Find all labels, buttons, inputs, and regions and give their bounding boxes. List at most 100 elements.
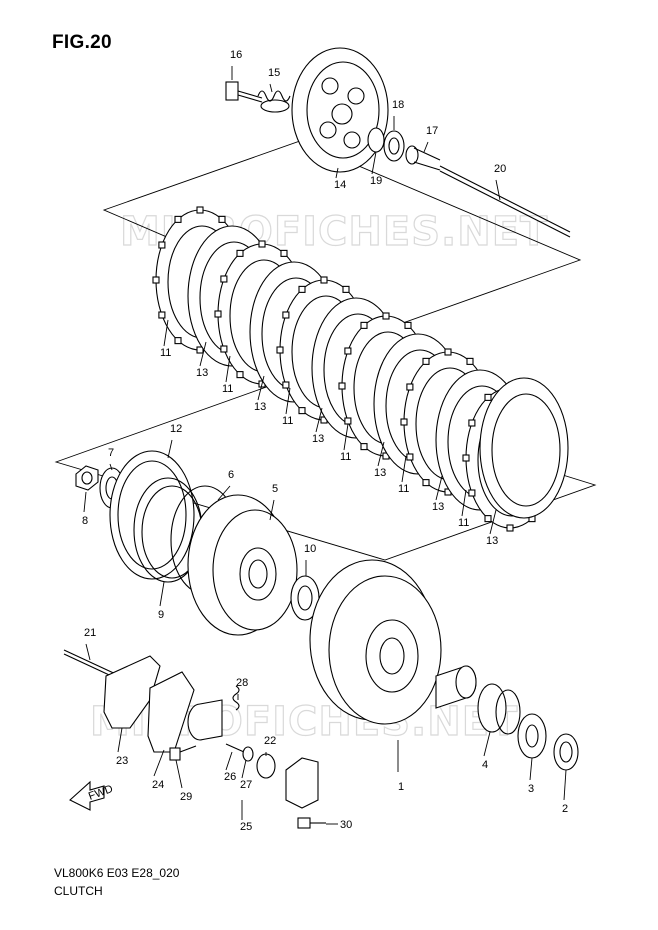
leader-4 [483,731,491,757]
callout-10: 10 [304,543,316,555]
leader-24 [153,749,165,777]
leader-8 [83,491,87,513]
leader-friction-1 [163,319,169,347]
diagram-code: VL800K6 E03 E28_020 [54,866,180,880]
leader-12 [167,439,173,459]
clutch-spring-15 [257,90,291,113]
callout-24: 24 [152,779,164,791]
callout-driven-plate-1: 13 [196,367,208,379]
leader-friction-5 [401,455,407,483]
clutch-sleeve-hub-5 [187,494,298,636]
figure-title: FIG.20 [52,32,112,53]
callout-friction-plate-6: 11 [458,517,469,529]
callout-1: 1 [398,781,404,793]
bolt-26 [225,743,245,753]
bolt-29 [169,745,197,761]
leader-2 [563,769,567,801]
leader-friction-2 [225,355,231,383]
callout-26: 26 [224,771,236,783]
driven-plate-12 [479,377,569,519]
leader-5 [269,499,275,521]
leader-3 [529,757,533,781]
nut-8 [75,465,99,491]
leader-21 [85,643,91,661]
callout-29: 29 [180,791,192,803]
callout-friction-plate-2: 11 [222,383,233,395]
leader-14 [335,167,339,179]
leader-23 [117,727,123,753]
callout-driven-plate-2: 13 [254,401,266,413]
bearing-18 [383,130,405,162]
pressure-plate-14 [291,47,389,173]
callout-28: 28 [236,677,248,689]
callout-driven-plate-3: 13 [312,433,324,445]
leader-29 [175,759,183,789]
bracket-23 [103,655,161,729]
callout-12: 12 [170,423,182,435]
forward-arrow-icon: FWD [69,780,115,811]
callout-8: 8 [82,515,88,527]
bolt-30 [297,817,326,829]
washer-19 [367,127,385,153]
thrust-washer-10 [290,575,320,621]
callout-17: 17 [426,125,438,137]
callout-driven-plate-6: 13 [486,535,498,547]
leader-friction-3 [285,387,291,415]
callout-23: 23 [116,755,128,767]
push-piece-17 [405,145,441,171]
callout-5: 5 [272,483,278,495]
leader-9 [159,581,165,607]
callout-friction-plate-5: 11 [398,483,409,495]
diagram-caption: CLUTCH [54,884,103,898]
callout-20: 20 [494,163,506,175]
clutch-housing-1 [309,559,442,725]
callout-4: 4 [482,759,488,771]
release-camshaft-25 [187,699,223,741]
callout-driven-plate-5: 13 [432,501,444,513]
callout-14: 14 [334,179,346,191]
washer-27 [242,746,254,762]
leader-7 [109,463,113,471]
callout-2: 2 [562,803,568,815]
leader-driven-4 [377,441,385,467]
callout-25: 25 [240,821,252,833]
callout-3: 3 [528,783,534,795]
clutch-spring-bolt-16 [225,81,263,103]
push-rod-20 [439,165,571,238]
leader-lines [83,66,567,825]
callout-friction-plate-3: 11 [282,415,293,427]
spring-28 [232,685,240,711]
callout-labels: 1234567891012141516171819202122232425262… [82,49,568,833]
leader-26 [225,751,233,771]
svg-text:FWD: FWD [87,783,115,803]
leader-17 [423,141,429,153]
leader-friction-6 [461,489,467,517]
leader-15 [269,83,273,93]
callout-16: 16 [230,49,242,61]
washer-3 [517,713,547,759]
leader-driven-1 [199,341,207,367]
spacer-2 [553,733,579,771]
callout-9: 9 [158,609,164,621]
callout-15: 15 [268,67,280,79]
oil-seal-22 [256,753,276,779]
leader-6 [217,485,231,501]
leader-20 [495,179,501,201]
leader-driven-2 [257,375,265,401]
spacer-and-needle-bearing-4 [435,665,521,735]
callout-6: 6 [228,469,234,481]
callout-7: 7 [108,447,114,459]
callout-19: 19 [370,175,382,187]
callout-27: 27 [240,779,252,791]
leader-27 [241,759,247,779]
leader-driven-5 [435,475,443,501]
friction-plate-12 [109,450,195,580]
leader-driven-3 [315,407,323,433]
leader-driven-6 [489,509,497,535]
callout-30: 30 [340,819,352,831]
leader-19 [371,151,377,175]
leader-friction-4 [343,423,349,451]
release-cover [285,757,319,809]
callout-friction-plate-1: 11 [160,347,171,359]
